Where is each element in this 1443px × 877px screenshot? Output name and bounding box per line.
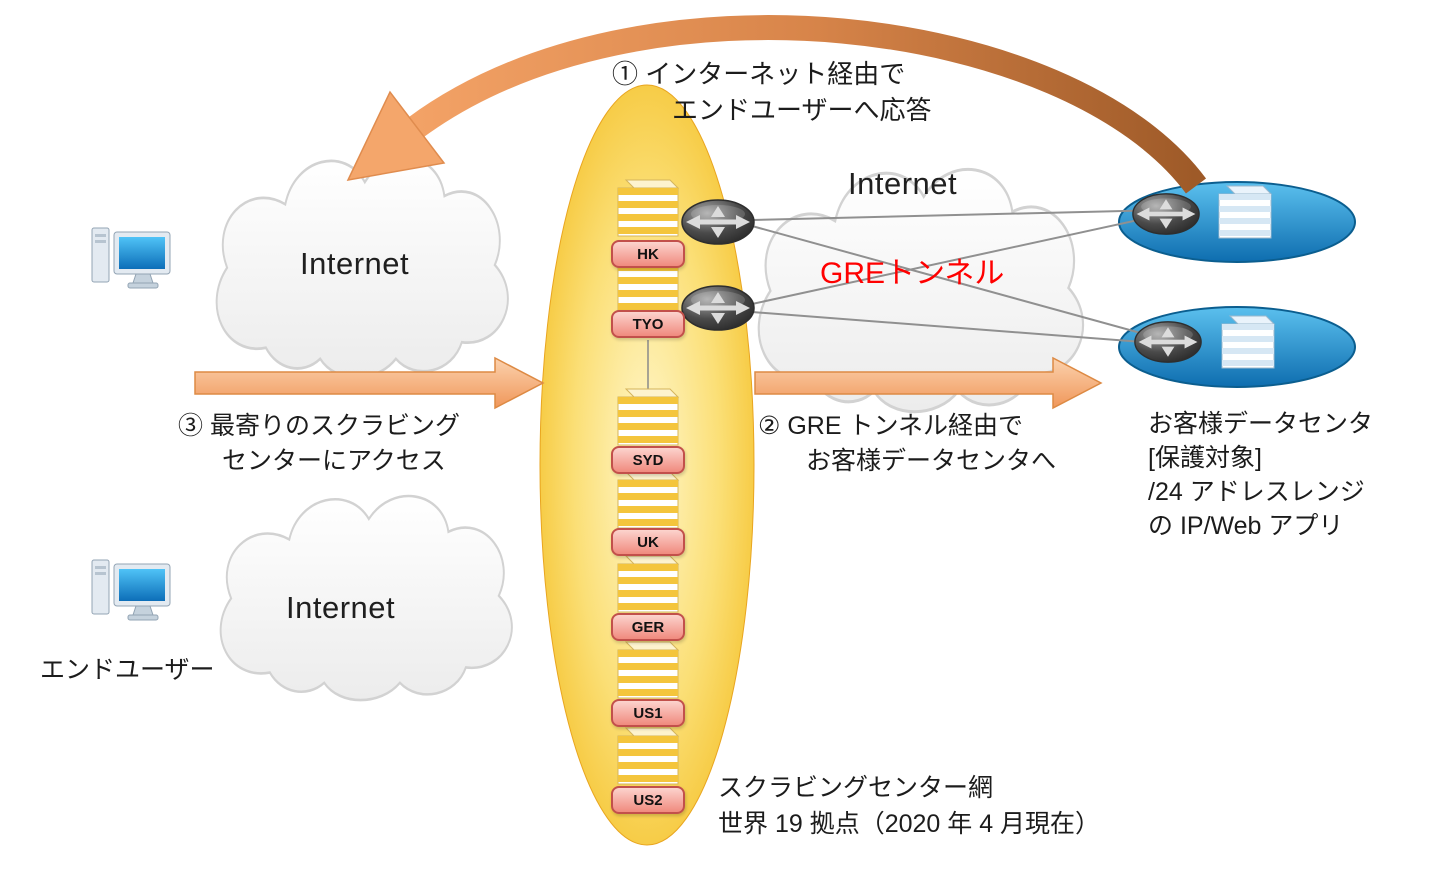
step1-label-line1: ① インターネット経由で <box>612 59 906 89</box>
internet-label-bottom-left: Internet <box>286 590 396 625</box>
server-stack-uk-icon <box>617 471 679 529</box>
datacenter-desc-line4: の IP/Web アプリ <box>1148 512 1344 540</box>
scrubbing-center-label-ger: GER <box>611 613 685 641</box>
datacenter-desc-line1: お客様データセンタ <box>1148 410 1374 438</box>
datacenter-router-bottom-icon <box>1134 321 1202 363</box>
step3-label-line1: ③ 最寄りのスクラビング <box>178 412 460 440</box>
server-stack-ger-icon <box>617 555 679 613</box>
access-arrow-left <box>194 356 545 410</box>
step1-label-line2: エンドユーザーへ応答 <box>672 95 932 125</box>
scrubbing-center-label-uk: UK <box>611 528 685 556</box>
gre-arrow-right <box>754 356 1103 410</box>
internet-label-top-left: Internet <box>300 246 410 281</box>
gre-tunnel-label: GREトンネル <box>820 257 1005 290</box>
scrubbing-center-label-tyo: TYO <box>611 310 685 338</box>
scrubbing-center-label-syd: SYD <box>611 446 685 474</box>
datacenter-servers-top-icon <box>1218 185 1272 239</box>
response-curve-arrow-body <box>407 15 1207 194</box>
step2-label-line2: お客様データセンタへ <box>806 447 1057 475</box>
step2-label-line1: ② GRE トンネル経由で <box>758 412 1023 440</box>
server-stack-us1-icon <box>617 641 679 699</box>
end-user-pc-top-icon <box>91 227 171 289</box>
step3-label-line2: センターにアクセス <box>222 447 446 475</box>
datacenter-router-top-icon <box>1132 193 1200 235</box>
end-user-label: エンドユーザー <box>40 656 215 684</box>
scrubbing-center-label-us1: US1 <box>611 699 685 727</box>
scrubbing-note-line2: 世界 19 拠点（2020 年 4 月現在） <box>718 810 1101 838</box>
internet-label-top-right: Internet <box>848 166 958 201</box>
scrubbing-center-label-hk: HK <box>611 240 685 268</box>
end-user-pc-bottom-icon <box>91 559 171 621</box>
datacenter-servers-bottom-icon <box>1221 315 1275 369</box>
datacenter-desc-line2: [保護対象] <box>1148 444 1262 472</box>
datacenter-desc-line3: /24 アドレスレンジ <box>1148 478 1365 506</box>
router-tyo-icon <box>681 285 755 331</box>
server-stack-us2-icon <box>617 727 679 785</box>
gre-tunnel-lines <box>751 209 1169 345</box>
router-hk-icon <box>681 199 755 245</box>
server-stack-syd-icon <box>617 388 679 446</box>
response-curve-arrowhead <box>346 90 446 181</box>
scrubbing-note-line1: スクラビングセンター網 <box>718 774 994 802</box>
server-stack-hk-icon <box>617 179 679 237</box>
scrubbing-center-label-us2: US2 <box>611 786 685 814</box>
